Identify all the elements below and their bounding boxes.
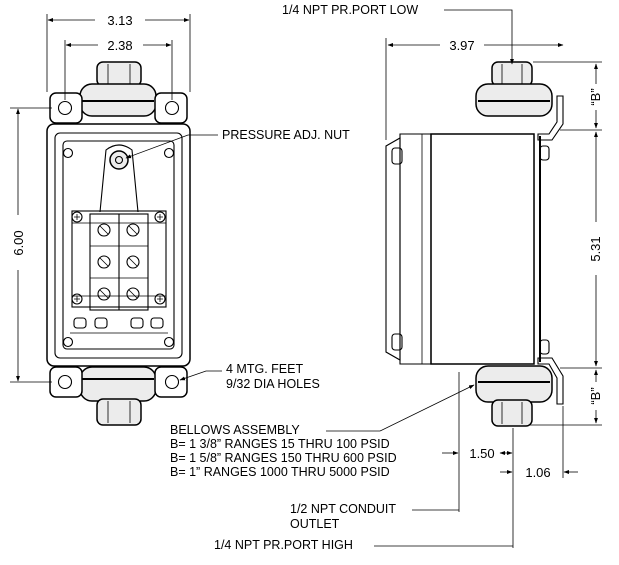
enclosure-rim bbox=[54, 132, 183, 359]
mtg-foot-bottom-right bbox=[154, 366, 188, 398]
front-view bbox=[46, 61, 191, 426]
side-housing bbox=[430, 133, 535, 365]
lower-lugs bbox=[70, 317, 168, 334]
mtg-foot-top-left bbox=[49, 92, 83, 124]
label-port-low: 1/4 NPT PR.PORT LOW bbox=[282, 3, 418, 17]
labels: 1/4 NPT PR.PORT LOW PRESSURE ADJ. NUT 4 … bbox=[125, 3, 514, 552]
label-bellows-title: BELLOWS ASSEMBLY bbox=[170, 423, 300, 437]
dim-mount-width: 2.38 bbox=[107, 38, 132, 53]
mtg-foot-top-right bbox=[154, 92, 188, 124]
dim-offset-106: 1.06 bbox=[525, 465, 550, 480]
label-bellows-line3: B= 1” RANGES 1000 THRU 5000 PSID bbox=[170, 465, 390, 479]
dim-side-depth: 3.97 bbox=[449, 38, 474, 53]
dim-height: 6.00 bbox=[11, 230, 26, 255]
side-top-hex-nut-icon bbox=[475, 61, 553, 117]
side-screw-icon bbox=[539, 145, 550, 355]
side-dimensions: 3.97 “B” 5.31 “B” 1.50 1.06 bbox=[385, 38, 603, 548]
mtg-hole-bottom-right bbox=[164, 374, 180, 390]
terminal-screw-icon bbox=[97, 223, 140, 301]
adjustment-bracket bbox=[99, 144, 139, 213]
label-port-high: 1/4 NPT PR.PORT HIGH bbox=[214, 538, 353, 552]
dim-offset-150: 1.50 bbox=[469, 446, 494, 461]
mtg-hole-bottom-left bbox=[57, 374, 73, 390]
plate-screw-icon bbox=[71, 211, 166, 305]
bottom-port-hex-nut-icon bbox=[79, 366, 157, 426]
label-conduit-2: OUTLET bbox=[290, 517, 340, 531]
label-bellows-line2: B= 1 5/8” RANGES 150 THRU 600 PSID bbox=[170, 451, 397, 465]
label-bellows-line1: B= 1 3/8” RANGES 15 THRU 100 PSID bbox=[170, 437, 390, 451]
mtg-hole-top-right bbox=[164, 100, 180, 116]
front-dimensions: 3.13 2.38 6.00 bbox=[10, 13, 191, 383]
dim-b-bottom: “B” bbox=[588, 387, 603, 404]
side-tab-bottom bbox=[391, 333, 403, 351]
top-port-hex-nut-icon bbox=[79, 61, 157, 117]
cover-screw-icon bbox=[62, 147, 175, 348]
mtg-hole-top-left bbox=[57, 100, 73, 116]
label-mtg-feet-1: 4 MTG. FEET bbox=[226, 362, 303, 376]
side-bottom-hex-nut-icon bbox=[475, 365, 553, 427]
pressure-adj-nut-icon bbox=[109, 150, 129, 170]
label-conduit-1: 1/2 NPT CONDUIT bbox=[290, 502, 396, 516]
mtg-foot-bottom-left bbox=[49, 366, 83, 398]
dim-b-top: “B” bbox=[588, 88, 603, 105]
label-mtg-feet-2: 9/32 DIA HOLES bbox=[226, 377, 320, 391]
side-view bbox=[385, 61, 564, 427]
side-tab-top bbox=[391, 147, 403, 165]
dim-side-height: 5.31 bbox=[588, 236, 603, 261]
dim-overall-width: 3.13 bbox=[107, 13, 132, 28]
label-pressure-adj: PRESSURE ADJ. NUT bbox=[222, 128, 350, 142]
enclosure-inner bbox=[62, 140, 175, 350]
side-bracket bbox=[537, 95, 564, 141]
